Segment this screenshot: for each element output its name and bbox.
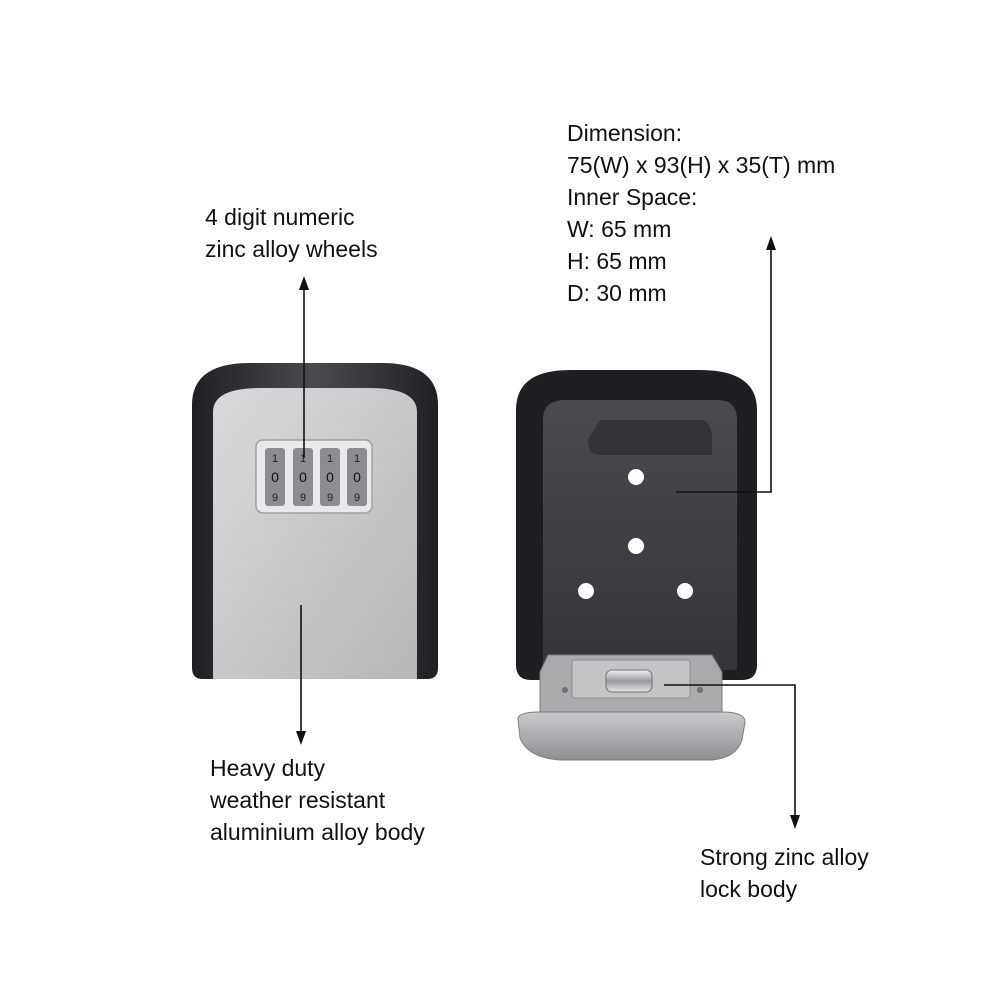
dimension-arrow-line xyxy=(676,246,772,493)
mounting-hole xyxy=(677,583,693,599)
combination-wheels: 1 0 9 1 0 9 1 0 9 1 0 9 xyxy=(265,448,367,506)
dial-digit: 0 xyxy=(271,469,279,485)
dial-digit: 9 xyxy=(327,492,333,504)
mounting-hole xyxy=(628,538,644,554)
dial-digit: 9 xyxy=(272,492,278,504)
dial-wheel xyxy=(320,448,340,506)
inner-recess xyxy=(588,420,712,455)
body-annotation: Heavy duty weather resistant aluminium a… xyxy=(210,752,425,848)
open-lid xyxy=(517,711,746,761)
dimension-arrowhead xyxy=(766,236,776,250)
body-arrowhead xyxy=(296,731,306,745)
annotation-line: Strong zinc alloy xyxy=(700,844,869,870)
dial-digit: 1 xyxy=(327,453,333,465)
dial-digit: 0 xyxy=(299,469,307,485)
annotation-line: Dimension: xyxy=(567,120,683,146)
annotation-line: Heavy duty xyxy=(210,755,326,781)
mounting-hole xyxy=(578,583,594,599)
dial-digit: 1 xyxy=(272,453,278,465)
dial-wheel xyxy=(293,448,313,506)
dial-digit: 9 xyxy=(354,492,360,504)
latch-bolt xyxy=(605,669,653,693)
annotation-line: 75(W) x 93(H) x 35(T) mm xyxy=(567,152,836,178)
dial-digit: 1 xyxy=(300,453,306,465)
lock-arrowhead xyxy=(790,815,800,829)
dial-digit: 9 xyxy=(300,492,306,504)
dial-wheel xyxy=(265,448,285,506)
annotation-line: 4 digit numeric xyxy=(205,204,355,230)
closed-key-safe: 1 0 9 1 0 9 1 0 9 1 0 9 xyxy=(192,363,438,679)
annotation-line: W: 65 mm xyxy=(567,216,672,242)
annotation-line: zinc alloy wheels xyxy=(205,236,378,262)
wheels-arrowhead xyxy=(299,276,309,290)
lock-arrow-line xyxy=(664,684,796,820)
annotation-line: lock body xyxy=(700,876,798,902)
dial-digit: 0 xyxy=(353,469,361,485)
annotation-arrows xyxy=(296,236,800,829)
wheels-annotation: 4 digit numeric zinc alloy wheels xyxy=(205,201,378,265)
lock-mechanism xyxy=(539,654,723,713)
screw xyxy=(562,687,568,693)
dial-wheel xyxy=(347,448,367,506)
dimension-annotation: Dimension: 75(W) x 93(H) x 35(T) mm Inne… xyxy=(567,117,835,309)
annotation-line: weather resistant xyxy=(210,787,386,813)
annotation-line: H: 65 mm xyxy=(567,248,667,274)
inner-compartment xyxy=(543,400,737,670)
open-key-safe xyxy=(516,370,757,761)
annotation-line: D: 30 mm xyxy=(567,280,667,306)
annotation-line: aluminium alloy body xyxy=(210,819,425,845)
annotation-line: Inner Space: xyxy=(567,184,698,210)
screw xyxy=(697,687,703,693)
dial-digit: 1 xyxy=(354,453,360,465)
mounting-hole xyxy=(628,469,644,485)
dial-digit: 0 xyxy=(326,469,334,485)
front-panel xyxy=(213,388,417,679)
lock-annotation: Strong zinc alloy lock body xyxy=(700,841,869,905)
